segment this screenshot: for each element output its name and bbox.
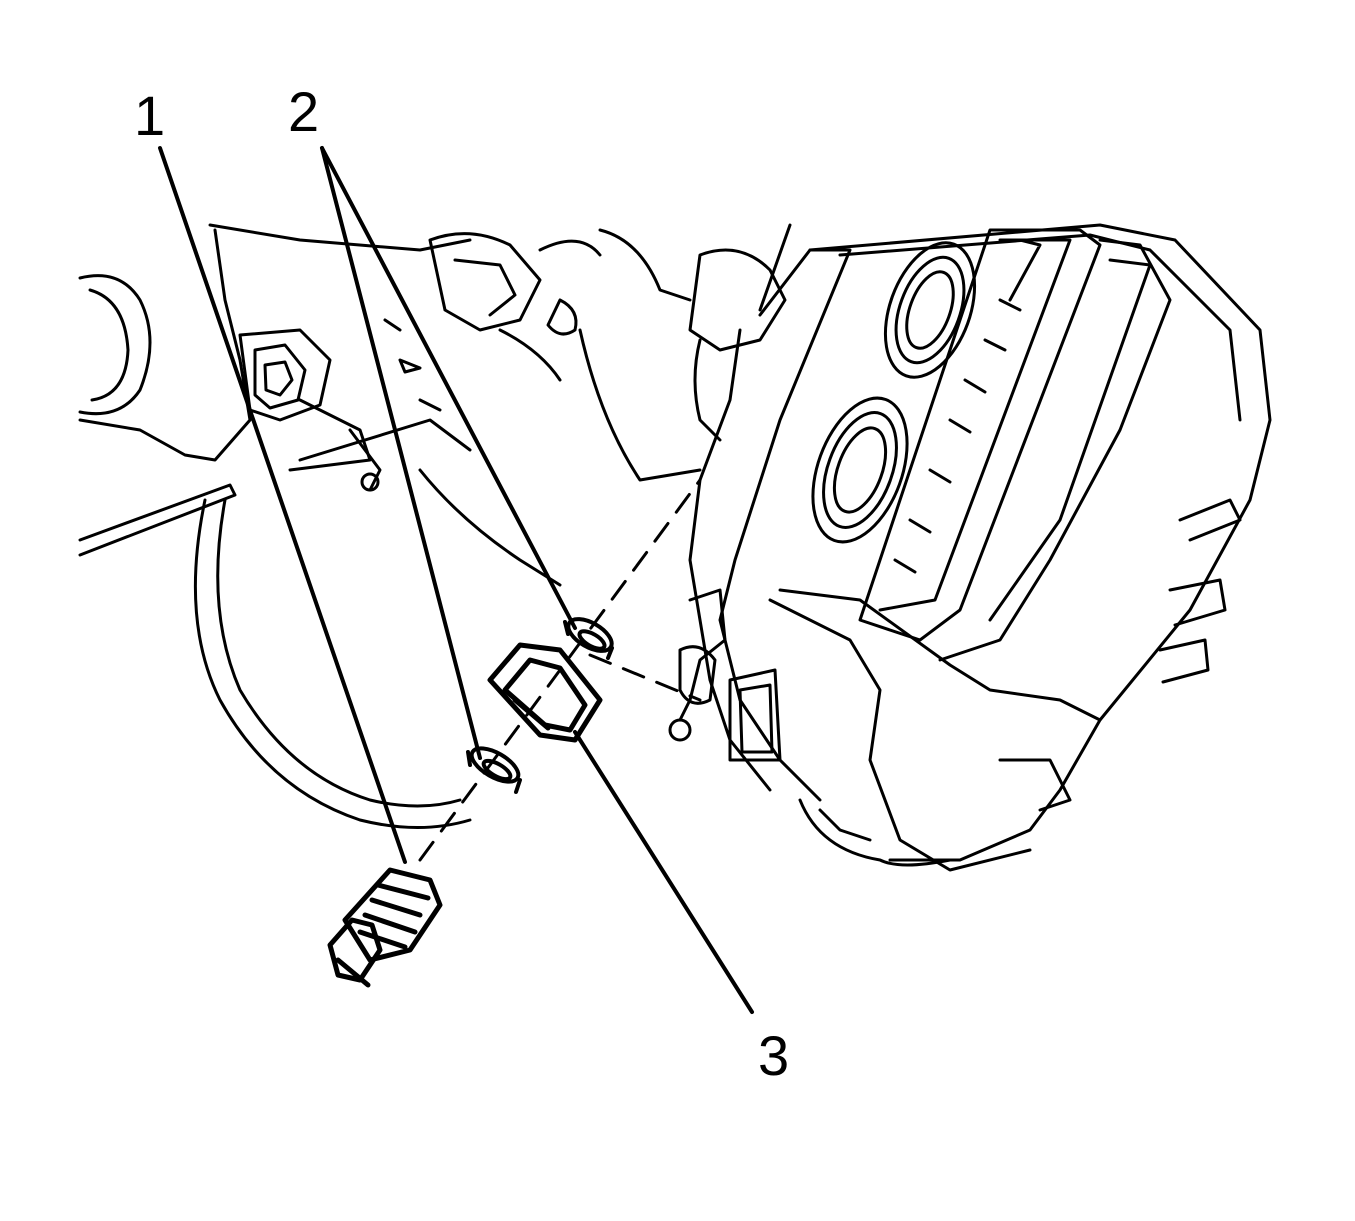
brake-hose-fitting bbox=[487, 642, 603, 743]
callout-label-1: 1 bbox=[134, 84, 166, 147]
brake-caliper bbox=[668, 223, 1272, 872]
leader-line-2b bbox=[320, 146, 577, 630]
leader-line-3 bbox=[573, 730, 754, 1014]
leader-line-1 bbox=[158, 146, 407, 864]
bolt bbox=[327, 867, 443, 988]
assembly-axis bbox=[418, 478, 702, 862]
washer-lower bbox=[466, 746, 522, 794]
callout-label-2: 2 bbox=[288, 80, 320, 143]
hub-knuckle-assembly bbox=[78, 223, 792, 829]
leader-line-2a bbox=[320, 146, 482, 760]
callout-label-3: 3 bbox=[758, 1024, 790, 1087]
washer-upper bbox=[563, 617, 614, 660]
leader-lines bbox=[158, 146, 754, 1014]
